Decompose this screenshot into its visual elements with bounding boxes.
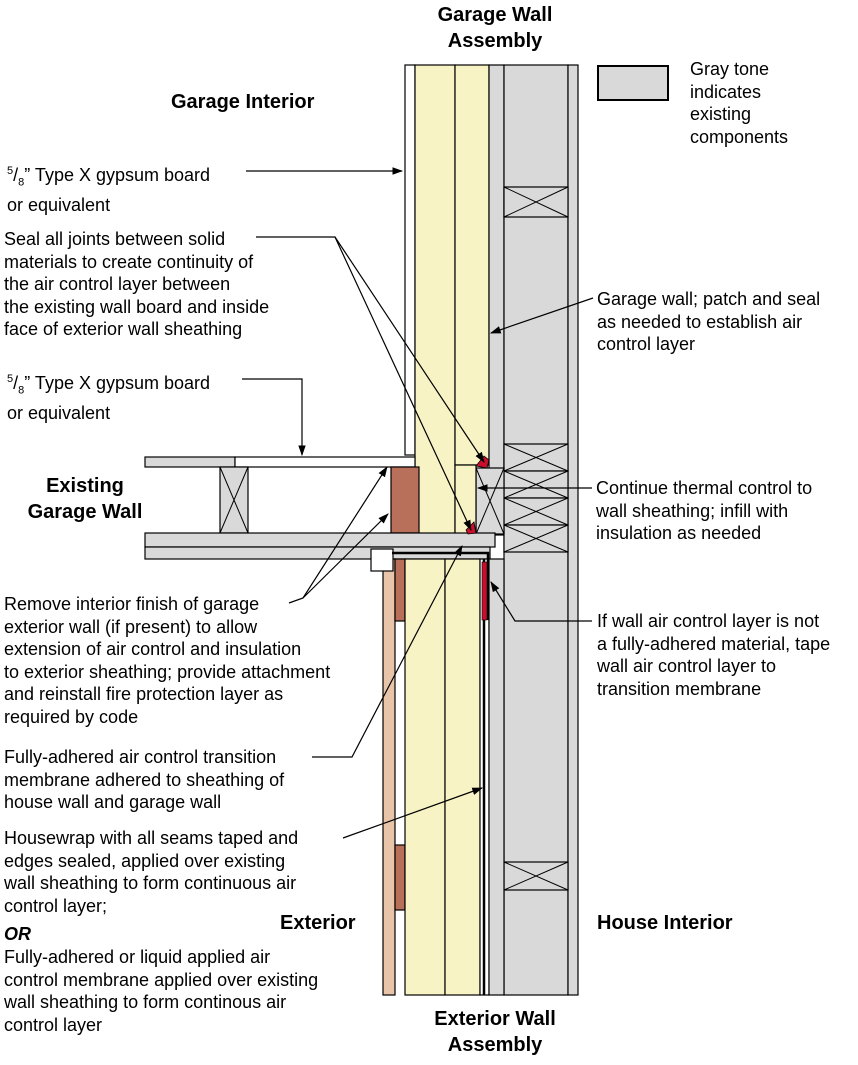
leader-garage-wall bbox=[489, 297, 594, 334]
leader-tape bbox=[490, 581, 592, 622]
exterior-insulation-1 bbox=[404, 558, 446, 996]
leader-remove-finish-2 bbox=[302, 513, 389, 599]
tape-red bbox=[481, 561, 488, 621]
garage-insulation-upper bbox=[414, 64, 456, 536]
heading-exterior: Exterior bbox=[280, 912, 356, 934]
heading-garage-wall-assembly: Garage Wall Assembly bbox=[437, 4, 553, 52]
wood-nailer bbox=[390, 466, 420, 534]
heading-exterior-wall-assembly: Exterior Wall Assembly bbox=[434, 1008, 556, 1056]
leader-gypsum-mid bbox=[242, 378, 306, 457]
horizontal-gypsum-new bbox=[234, 456, 416, 468]
frac-den: 8 bbox=[18, 384, 25, 397]
frac-num: 5 bbox=[7, 165, 14, 177]
furring-strip-2 bbox=[394, 844, 406, 911]
blocking-x-lower bbox=[503, 861, 569, 891]
callout-transition-membrane: Fully-adhered air control transition mem… bbox=[4, 747, 285, 812]
callout-seal-joints: Seal all joints between solid materials … bbox=[4, 229, 270, 339]
transition-membrane bbox=[392, 551, 490, 620]
garage-gypsum-board bbox=[404, 64, 416, 456]
frac-slash: / bbox=[13, 165, 19, 185]
gypsum-mid-text: ” Type X gypsum board or equivalent bbox=[7, 373, 211, 424]
siding bbox=[382, 558, 396, 996]
callout-tape-transition: If wall air control layer is not a fully… bbox=[597, 611, 831, 699]
garage-wall-assembly-group bbox=[404, 64, 579, 996]
horizontal-sheathing-2 bbox=[144, 546, 491, 560]
callout-gypsum-mid: 5/8” Type X gypsum board or equivalent bbox=[7, 368, 210, 425]
blocking-x-floor bbox=[503, 443, 569, 553]
leader-housewrap bbox=[342, 787, 484, 839]
horizontal-gypsum-existing bbox=[144, 456, 236, 468]
heading-garage-interior: Garage Interior bbox=[171, 91, 315, 113]
callout-thermal-control: Continue thermal control to wall sheathi… bbox=[596, 478, 813, 543]
frac-den: 8 bbox=[18, 176, 25, 189]
leader-seal-joints-2 bbox=[334, 236, 472, 531]
garage-sheathing bbox=[488, 64, 505, 536]
housewrap-layer bbox=[488, 558, 505, 996]
legend-text: Gray tone indicates existing components bbox=[690, 59, 789, 147]
exterior-insulation-2 bbox=[444, 558, 481, 996]
horizontal-sheathing-existing bbox=[144, 532, 496, 548]
house-interior-drywall bbox=[567, 64, 579, 996]
callout-gypsum-top: 5/8” Type X gypsum board or equivalent bbox=[7, 160, 210, 217]
furring-strip-1 bbox=[394, 558, 406, 622]
garage-insulation-upper-2 bbox=[454, 64, 490, 466]
callout-liquid-membrane: Fully-adhered or liquid applied air cont… bbox=[4, 947, 319, 1035]
frac-num: 5 bbox=[7, 373, 14, 385]
infill-insulation-block bbox=[475, 467, 505, 535]
heading-house-interior: House Interior bbox=[597, 912, 733, 934]
existing-garage-wall-group bbox=[144, 456, 496, 560]
leader-transition bbox=[312, 545, 463, 758]
heading-existing-garage-wall: Existing Garage Wall bbox=[27, 475, 143, 523]
corner-trim bbox=[370, 548, 394, 572]
exterior-wall-assembly-group bbox=[370, 548, 505, 996]
gypsum-top-text: ” Type X gypsum board or equivalent bbox=[7, 165, 211, 216]
callout-or: OR bbox=[4, 924, 31, 944]
callout-garage-wall-patch: Garage wall; patch and seal as needed to… bbox=[597, 289, 821, 354]
callout-remove-finish: Remove interior finish of garage exterio… bbox=[4, 594, 331, 727]
callout-housewrap: Housewrap with all seams taped and edges… bbox=[4, 828, 299, 916]
legend-swatch bbox=[597, 65, 669, 101]
frac-slash: / bbox=[13, 373, 19, 393]
blocking-x-upper bbox=[503, 186, 569, 218]
